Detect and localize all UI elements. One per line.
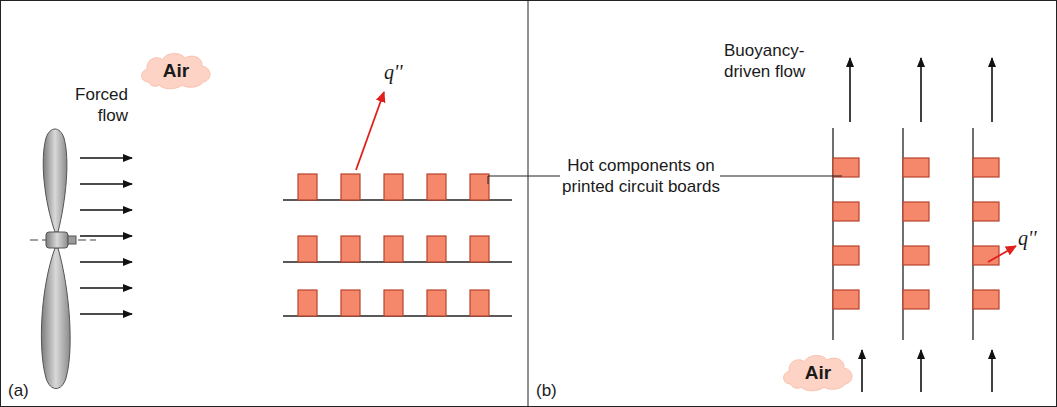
heat-flux-arrow — [988, 246, 1016, 262]
leader-line — [720, 176, 842, 177]
hot-component — [341, 236, 360, 262]
hot-component — [384, 236, 403, 262]
hot-component — [341, 290, 360, 316]
heat-flux-label: q'' — [1018, 228, 1037, 249]
hot-component — [384, 290, 403, 316]
cloud-text: Air — [780, 362, 856, 384]
hot-component — [298, 174, 317, 200]
fan — [30, 129, 96, 389]
hot-component — [833, 158, 859, 177]
circuit-boards — [833, 128, 999, 340]
text-label: (b) — [536, 380, 557, 401]
hot-component — [903, 202, 929, 221]
hot-component — [903, 158, 929, 177]
flow-arrows — [850, 58, 992, 392]
flow-arrows — [80, 158, 132, 314]
hot-component — [298, 290, 317, 316]
hot-component — [427, 174, 446, 200]
hot-component — [833, 246, 859, 265]
hot-component — [833, 202, 859, 221]
hot-component — [470, 236, 489, 262]
text-label: Forced flow — [58, 84, 128, 126]
leader-line — [488, 176, 560, 184]
circuit-boards — [283, 174, 512, 316]
heat-flux-arrow — [356, 92, 384, 170]
text-label: Buoyancy-driven flow — [724, 40, 824, 82]
hot-component — [470, 174, 489, 200]
air-cloud: Air — [138, 50, 214, 90]
hot-component — [973, 290, 999, 309]
hot-component — [470, 290, 489, 316]
hot-component — [973, 246, 999, 265]
panel-divider — [528, 0, 529, 407]
hot-component — [427, 290, 446, 316]
hot-component — [833, 290, 859, 309]
hot-component — [903, 290, 929, 309]
hot-component — [427, 236, 446, 262]
hot-component — [384, 174, 403, 200]
hot-component — [903, 246, 929, 265]
hot-component — [298, 236, 317, 262]
cloud-text: Air — [138, 60, 214, 82]
air-cloud: Air — [780, 352, 856, 392]
text-label: Hot components on printed circuit boards — [562, 155, 720, 197]
text-label: (a) — [8, 380, 29, 401]
hot-component — [341, 174, 360, 200]
hot-component — [973, 202, 999, 221]
heat-flux-label: q'' — [384, 62, 403, 83]
hot-component — [973, 158, 999, 177]
